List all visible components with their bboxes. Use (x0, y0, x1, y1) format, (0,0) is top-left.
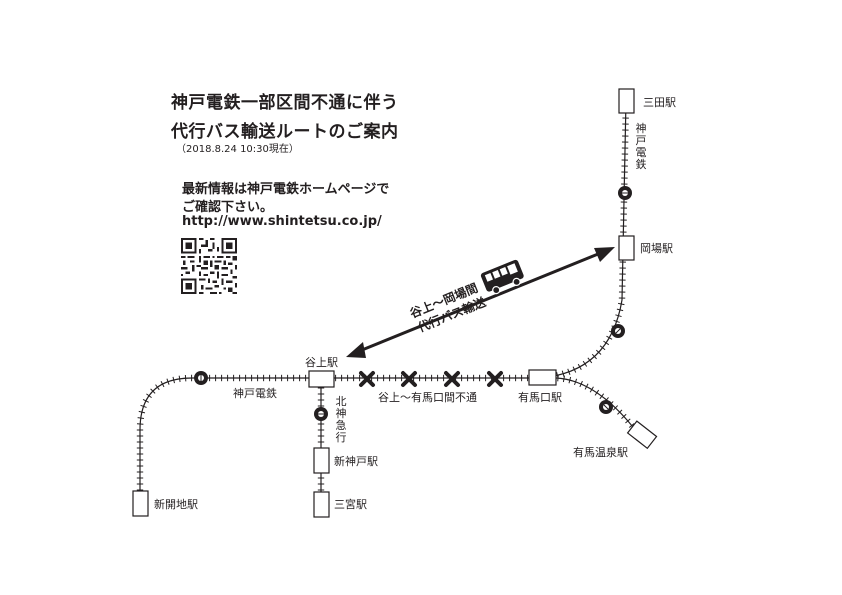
station-label-shinkaichi: 新開地駅 (154, 497, 198, 511)
track-tie (584, 383, 589, 390)
track-tie (561, 370, 565, 377)
track-tie (557, 374, 559, 382)
line-label-shintetsu: 神戸電鉄 (233, 386, 277, 400)
track-tie (587, 357, 593, 364)
suspended-section-marks (359, 371, 503, 387)
track-tie (137, 417, 145, 419)
track-tie (612, 405, 619, 411)
track-tie (142, 398, 149, 403)
track-tie (613, 319, 620, 323)
track-tie (172, 376, 175, 384)
track-tie (178, 375, 181, 383)
track-tie (140, 404, 147, 408)
info-line2: ご確認下さい。 (182, 200, 274, 215)
track-tie (155, 384, 160, 391)
station-label-sannomiya: 三宮駅 (334, 497, 367, 511)
track-tie (582, 360, 588, 367)
tunnel-markers (194, 186, 632, 421)
station-marker-shinkaichi (132, 490, 149, 517)
track-tie (618, 302, 625, 306)
track-tie (574, 378, 578, 386)
status-date: （2018.8.24 10:30現在） (176, 144, 299, 155)
track-tie (594, 389, 600, 396)
station-label-okaba: 岡場駅 (640, 242, 673, 255)
track-tie (616, 308, 624, 312)
track-tie (562, 375, 565, 383)
suspension-label: 谷上～有馬口間不通 (378, 390, 477, 404)
station-label-tanigami: 谷上駅 (305, 356, 338, 369)
track-ties (136, 99, 643, 497)
track-tie (615, 314, 622, 318)
track-tie (625, 418, 631, 424)
track-tie (138, 410, 146, 414)
track-tie (589, 386, 594, 393)
track-tie (150, 388, 156, 394)
track-tie (621, 413, 627, 419)
bus-route-arrow (346, 247, 615, 358)
track-tie (617, 409, 623, 415)
station-marker-arima-onsen (626, 420, 658, 450)
station-marker-arimaguchi (528, 369, 557, 386)
track-tie (146, 393, 152, 399)
station-marker-tanigami (308, 370, 335, 388)
track-tie (603, 340, 610, 346)
track-tie (606, 335, 613, 340)
track-tie (160, 381, 165, 388)
track-tie (568, 376, 572, 384)
track-tie (595, 349, 602, 355)
bus-icon (480, 259, 524, 295)
line-label-shintetsu-vertical: 神戸電鉄 (636, 121, 647, 171)
line-label-hokushin: 北神急行 (336, 395, 347, 444)
railway-tracks (139, 99, 641, 500)
website-link[interactable]: http://www.shintetsu.co.jp/ (182, 214, 382, 229)
station-label-arimaguchi: 有馬口駅 (518, 390, 562, 404)
station-marker-sannomiya (313, 491, 330, 518)
track-tie (577, 363, 582, 370)
station-marker-sanda (618, 88, 635, 114)
station-marker-shinkobe (313, 447, 330, 474)
info-line1: 最新情報は神戸電鉄ホームページで (182, 182, 390, 197)
track-tie (572, 366, 577, 373)
track-tie (579, 380, 583, 388)
station-label-arima-onsen: 有馬温泉駅 (573, 445, 628, 459)
station-label-shinkobe: 新神戸駅 (334, 454, 378, 468)
track-tie (599, 393, 605, 400)
track-tie (599, 345, 606, 351)
notice-title-line1: 神戸電鉄一部区間不通に伴う (171, 93, 399, 113)
track-tie (166, 378, 170, 385)
qr-code-icon[interactable] (181, 238, 237, 294)
track-tie (591, 353, 597, 360)
station-marker-okaba (618, 235, 635, 261)
station-label-sanda: 三田駅 (643, 96, 676, 109)
track-tie (567, 368, 571, 376)
notice-title-line2: 代行バス輸送ルートのご案内 (171, 122, 399, 142)
track-tie (628, 423, 635, 428)
